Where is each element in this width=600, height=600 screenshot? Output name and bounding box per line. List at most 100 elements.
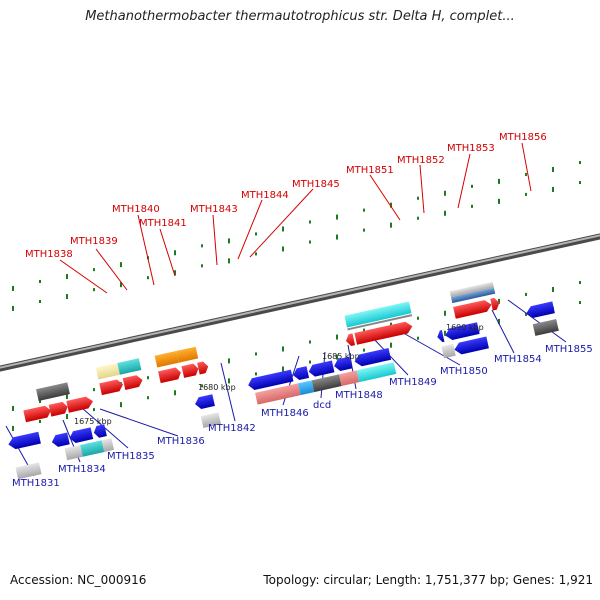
label-leader-lines [5, 142, 567, 477]
tick-mark [282, 346, 284, 352]
gene-block [344, 301, 412, 328]
gene-label-mth1834[interactable]: MTH1834 [58, 464, 106, 475]
gene-block [64, 445, 83, 461]
gene-label-mth1838[interactable]: MTH1838 [25, 249, 73, 260]
gene-track-upper [23, 281, 500, 423]
scale-label: 1675 kbp [74, 417, 112, 426]
gene-label-mth1849[interactable]: MTH1849 [389, 377, 437, 388]
gene-label-mth1855[interactable]: MTH1855 [545, 344, 593, 355]
tick-mark [66, 414, 68, 420]
tick-mark [525, 172, 527, 176]
gene-block [80, 440, 105, 457]
gene-label-mth1844[interactable]: MTH1844 [241, 190, 289, 201]
tick-mark [363, 328, 365, 332]
tick-mark [498, 178, 500, 184]
forward-strand-genes [23, 281, 500, 423]
tick-mark [120, 282, 122, 288]
tick-mark [309, 340, 311, 344]
tick-mark [471, 204, 473, 208]
tick-mark [498, 198, 500, 204]
gene-label-mth1831[interactable]: MTH1831 [12, 478, 60, 489]
scale-labels: 1675 kbp 1680 kbp 1685 kbp 1690 kbp [74, 323, 484, 426]
gene-label-mth1856[interactable]: MTH1856 [499, 132, 547, 143]
gene-track-lower [8, 301, 559, 480]
tick-mark [309, 360, 311, 364]
gene-block [15, 462, 42, 480]
gene-label-mth1852[interactable]: MTH1852 [397, 155, 445, 166]
tick-mark [147, 276, 149, 280]
gene-arrow [23, 405, 52, 423]
scale-label: 1690 kbp [446, 323, 484, 332]
tick-mark [201, 264, 203, 268]
reverse-strand-genes [8, 301, 559, 480]
gene-block [101, 438, 115, 452]
gene-label-mth1842[interactable]: MTH1842 [208, 423, 256, 434]
gene-arrow [48, 401, 68, 417]
gene-block [339, 370, 360, 387]
tick-mark [174, 390, 176, 396]
gene-block [36, 382, 70, 401]
gene-label-mth1836[interactable]: MTH1836 [157, 436, 205, 447]
tick-mark [174, 270, 176, 276]
tick-mark [579, 301, 581, 305]
tick-mark [444, 210, 446, 216]
gene-label-mth1854[interactable]: MTH1854 [494, 354, 542, 365]
tick-mark [579, 281, 581, 285]
tick-mark [498, 318, 500, 324]
gene-label-dcd[interactable]: dcd [313, 400, 331, 411]
tick-mark [336, 334, 338, 340]
tick-mark [390, 342, 392, 348]
tick-mark [147, 376, 149, 380]
gene-arrow [181, 363, 199, 378]
tick-mark [255, 352, 257, 356]
gene-label-mth1848[interactable]: MTH1848 [335, 390, 383, 401]
gene-labels-bottom[interactable]: MTH1831 MTH1834 MTH1835 MTH1836 MTH1842 … [12, 344, 593, 489]
tick-mark [498, 298, 500, 304]
tick-mark [66, 274, 68, 280]
tick-mark [579, 161, 581, 165]
tick-mark [336, 214, 338, 220]
gene-label-mth1850[interactable]: MTH1850 [440, 366, 488, 377]
tick-mark [66, 294, 68, 300]
tick-mark [552, 166, 554, 172]
gene-arrow [66, 396, 93, 413]
gene-label-mth1839[interactable]: MTH1839 [70, 236, 118, 247]
gene-label-mth1845[interactable]: MTH1845 [292, 179, 340, 190]
gene-label-mth1851[interactable]: MTH1851 [346, 165, 394, 176]
gene-label-mth1843[interactable]: MTH1843 [190, 204, 238, 215]
gene-label-mth1846[interactable]: MTH1846 [261, 408, 309, 419]
tick-mark [93, 268, 95, 272]
gene-arrow [354, 347, 392, 367]
tick-mark [390, 222, 392, 228]
scale-label: 1680 kbp [198, 383, 236, 392]
accession-text: Accession: NC_000916 [10, 573, 147, 587]
tick-mark [255, 232, 257, 236]
tick-mark [417, 316, 419, 320]
gene-label-mth1853[interactable]: MTH1853 [447, 143, 495, 154]
tick-mark [39, 300, 41, 304]
gene-arrow [308, 360, 335, 377]
tick-mark [39, 280, 41, 284]
tick-mark [525, 192, 527, 196]
gene-labels-top[interactable]: MTH1838 MTH1839 MTH1840 MTH1841 MTH1843 … [25, 132, 547, 260]
gene-label-mth1841[interactable]: MTH1841 [139, 218, 187, 229]
tick-marks [12, 161, 581, 431]
tick-mark [147, 396, 149, 400]
tick-mark [282, 366, 284, 372]
gene-block [117, 358, 142, 375]
tick-mark [444, 330, 446, 336]
tick-mark [444, 190, 446, 196]
gene-block [95, 363, 120, 380]
gene-arrow [99, 379, 124, 396]
gene-label-mth1840[interactable]: MTH1840 [112, 204, 160, 215]
tick-mark [93, 388, 95, 392]
gene-arrow [454, 336, 489, 355]
tick-mark [39, 420, 41, 424]
gene-block [255, 383, 301, 405]
gene-label-mth1835[interactable]: MTH1835 [107, 451, 155, 462]
tick-mark [309, 220, 311, 224]
tick-mark [228, 238, 230, 244]
gene-arrow [293, 366, 310, 381]
gene-arrow [248, 369, 294, 391]
